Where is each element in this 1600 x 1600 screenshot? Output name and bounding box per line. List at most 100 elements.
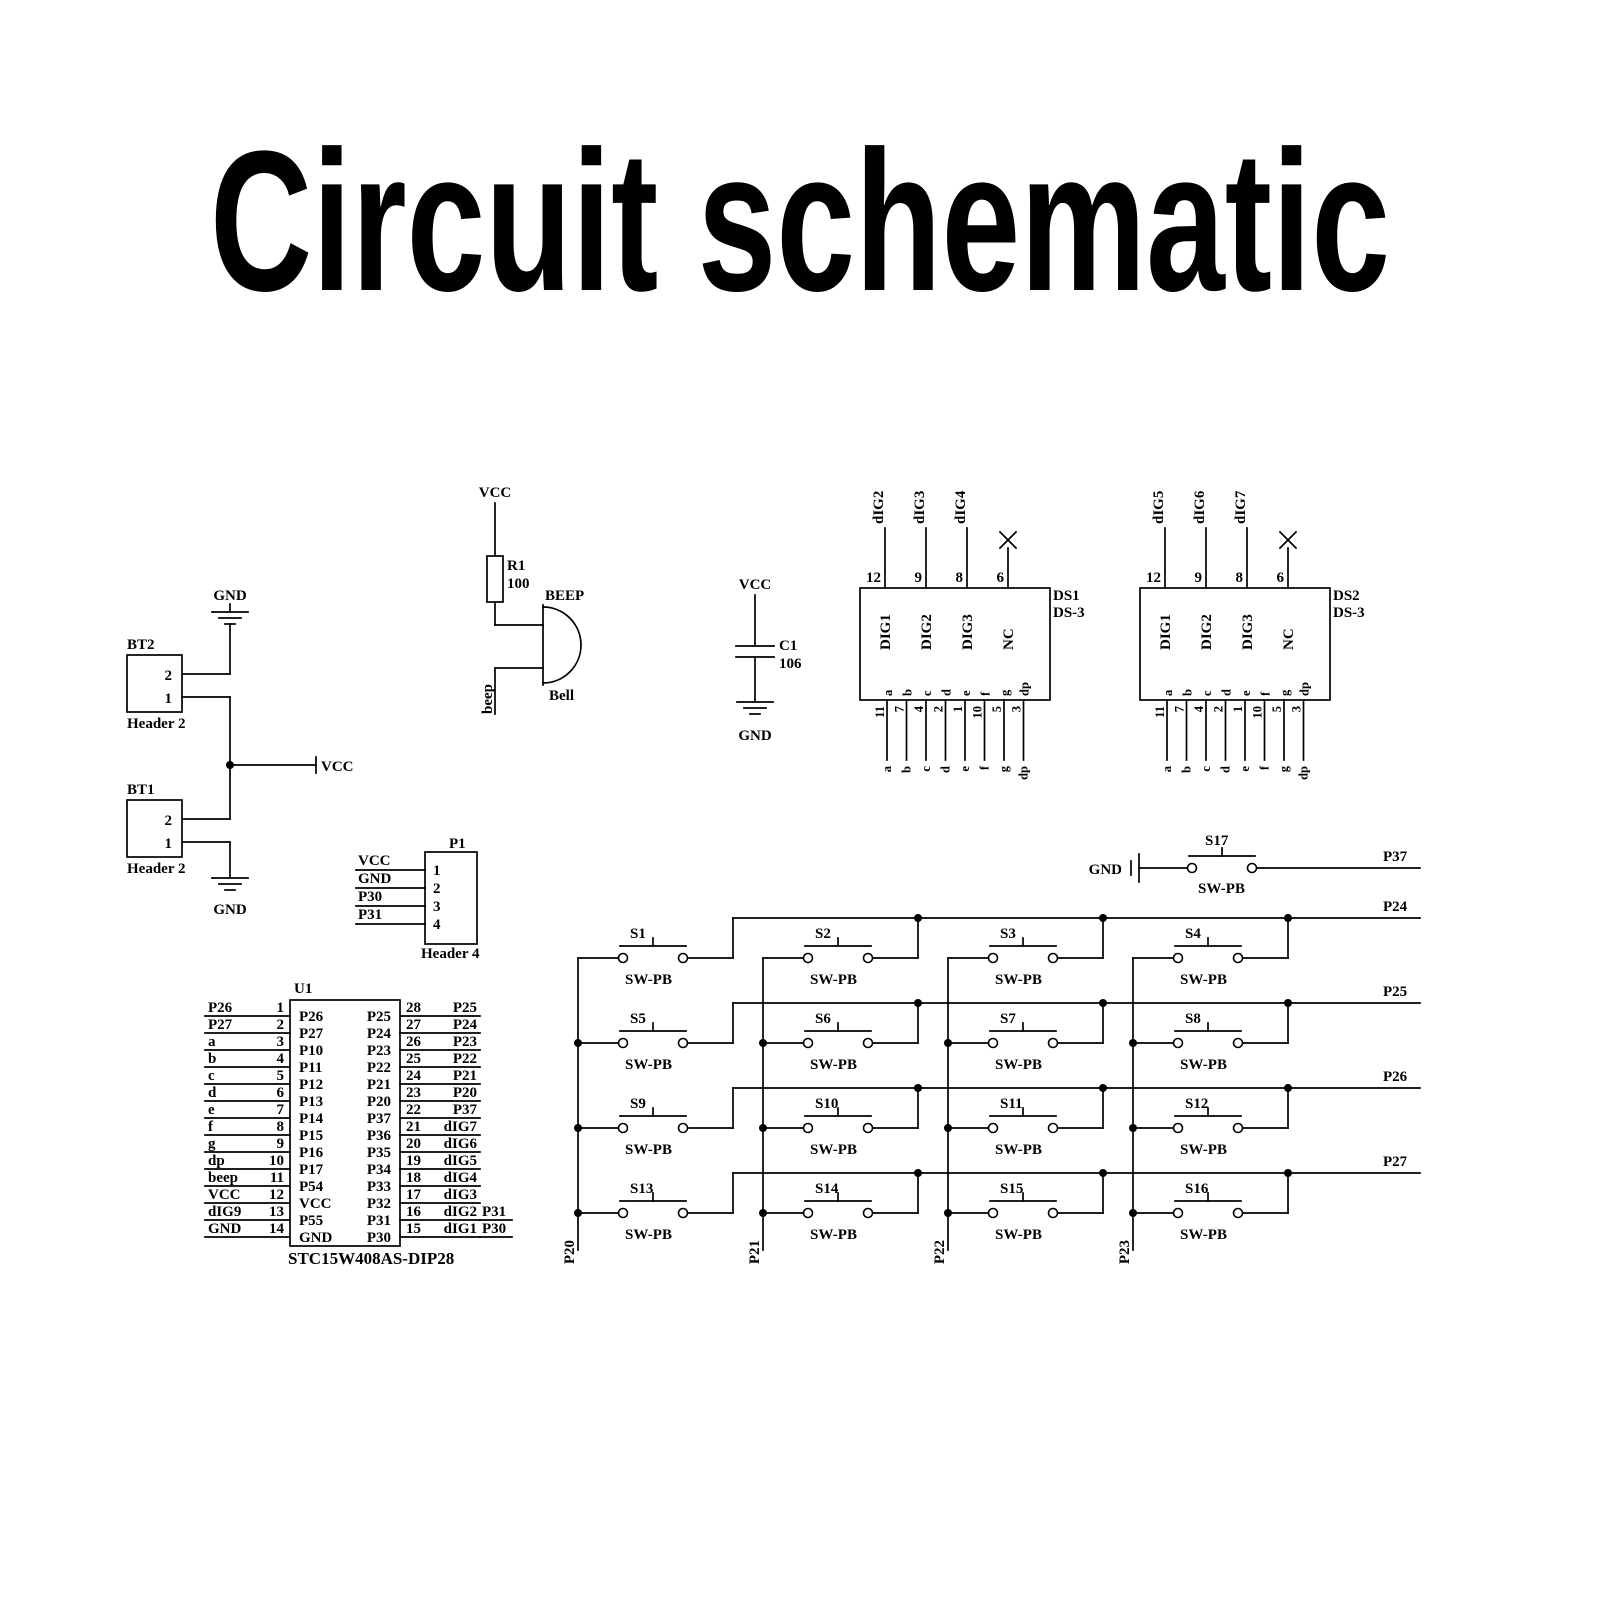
pin-number: 19: [406, 1153, 421, 1169]
component-type: SW-PB: [810, 1227, 857, 1243]
junction-dot: [914, 999, 922, 1007]
net-label: d: [1219, 766, 1233, 773]
net-label: g: [1277, 765, 1291, 772]
net-label: dIG2: [871, 491, 887, 524]
component-type: SW-PB: [625, 1142, 672, 1158]
pin-number: 9: [1195, 570, 1203, 586]
net-label: VCC: [479, 485, 512, 501]
component-ref: S13: [630, 1181, 653, 1197]
net-label: GND: [213, 902, 247, 918]
component-type: SW-PB: [810, 1057, 857, 1073]
nc-cross: [998, 530, 1018, 550]
pin-number: 15: [406, 1221, 421, 1237]
p1-header: P1 VCC GND P30 P31 1 2 3 4 Header 4: [355, 836, 480, 962]
component-type: SW-PB: [995, 1142, 1042, 1158]
pin-number: 3: [277, 1034, 285, 1050]
net-label: GND: [1089, 862, 1123, 878]
net-label: P30: [358, 889, 382, 905]
pin-name: d: [1220, 689, 1234, 696]
switch-terminal: [1232, 1122, 1244, 1134]
pin-number: 5: [277, 1068, 285, 1084]
component-type: Header 4: [421, 946, 480, 962]
switch-terminal: [617, 952, 629, 964]
pin-number: 2: [165, 668, 173, 684]
switch-terminal: [987, 1122, 999, 1134]
net-label: dIG2: [444, 1204, 477, 1220]
pin-number: 6: [1277, 570, 1285, 586]
component-ref: U1: [294, 981, 312, 997]
pin-number: 24: [406, 1068, 422, 1084]
pin-name: P15: [299, 1128, 323, 1144]
pin-name: DIG3: [960, 614, 976, 650]
net-label: GND: [213, 588, 247, 604]
net-label: a: [880, 765, 894, 772]
component-type: SW-PB: [625, 972, 672, 988]
component-body: [289, 999, 401, 1247]
switch-terminal: [802, 1122, 814, 1134]
pin-number: 17: [406, 1187, 422, 1203]
pin-name: P23: [367, 1043, 391, 1059]
nc-cross: [1278, 530, 1298, 550]
junction-dot: [1099, 999, 1107, 1007]
pin-name: P25: [367, 1009, 391, 1025]
net-label: dIG7: [444, 1119, 478, 1135]
component-ref: C1: [779, 638, 797, 654]
junction-dot: [1284, 1084, 1292, 1092]
pin-number: 1: [165, 836, 173, 852]
pin-name: P55: [299, 1213, 323, 1229]
pin-number: 4: [433, 917, 441, 933]
component-type: SW-PB: [1180, 1227, 1227, 1243]
net-label: e: [208, 1102, 215, 1118]
pin-name: GND: [299, 1230, 333, 1246]
net-label: dIG6: [444, 1136, 478, 1152]
buzzer-circuit: VCC R1 100 BEEP Bell beep: [479, 485, 584, 715]
switch-terminal: [1172, 952, 1184, 964]
net-label: c: [1199, 766, 1213, 772]
switch-terminal: [1186, 862, 1198, 874]
pin-number: 9: [277, 1136, 285, 1152]
net-label: GND: [738, 728, 772, 744]
net-label: P37: [1383, 849, 1408, 865]
net-label: VCC: [208, 1187, 241, 1203]
pin-number: 21: [406, 1119, 421, 1135]
net-label: dIG1: [444, 1221, 477, 1237]
component-body: [126, 799, 183, 858]
pin-name: P26: [299, 1009, 324, 1025]
junction-dot: [1284, 999, 1292, 1007]
pin-name: P17: [299, 1162, 324, 1178]
switch-terminal: [987, 952, 999, 964]
net-label: P37: [453, 1102, 478, 1118]
junction-dot: [914, 1169, 922, 1177]
net-label: dIG7: [1233, 490, 1249, 524]
pin-name: c: [920, 690, 934, 696]
component-type: Header 2: [127, 861, 185, 877]
component-ref: DS2: [1333, 588, 1360, 604]
pin-number: 2: [165, 813, 173, 829]
switch-terminal: [862, 1207, 874, 1219]
pin-number: 8: [1236, 570, 1244, 586]
component-type: SW-PB: [995, 1057, 1042, 1073]
net-label: b: [208, 1051, 216, 1067]
switch-terminal: [987, 1207, 999, 1219]
pin-number: 11: [873, 706, 887, 718]
net-label: P23: [1117, 1240, 1133, 1264]
switch-terminal: [677, 952, 689, 964]
pin-name: P13: [299, 1094, 323, 1110]
pin-name: P35: [367, 1145, 391, 1161]
switch-terminal: [862, 1037, 874, 1049]
component-value: 106: [779, 656, 802, 672]
net-label: f: [978, 765, 992, 770]
pin-name: P31: [367, 1213, 391, 1229]
net-label: P22: [453, 1051, 477, 1067]
component-ref: S10: [815, 1096, 838, 1112]
buzzer-symbol: [542, 606, 582, 684]
pin-name: d: [940, 689, 954, 696]
pin-number: 4: [277, 1051, 285, 1067]
net-label: VCC: [321, 759, 354, 775]
net-label: GND: [208, 1221, 242, 1237]
switch-terminal: [1232, 1207, 1244, 1219]
pin-name: e: [1239, 690, 1253, 696]
switch-terminal: [1232, 952, 1244, 964]
